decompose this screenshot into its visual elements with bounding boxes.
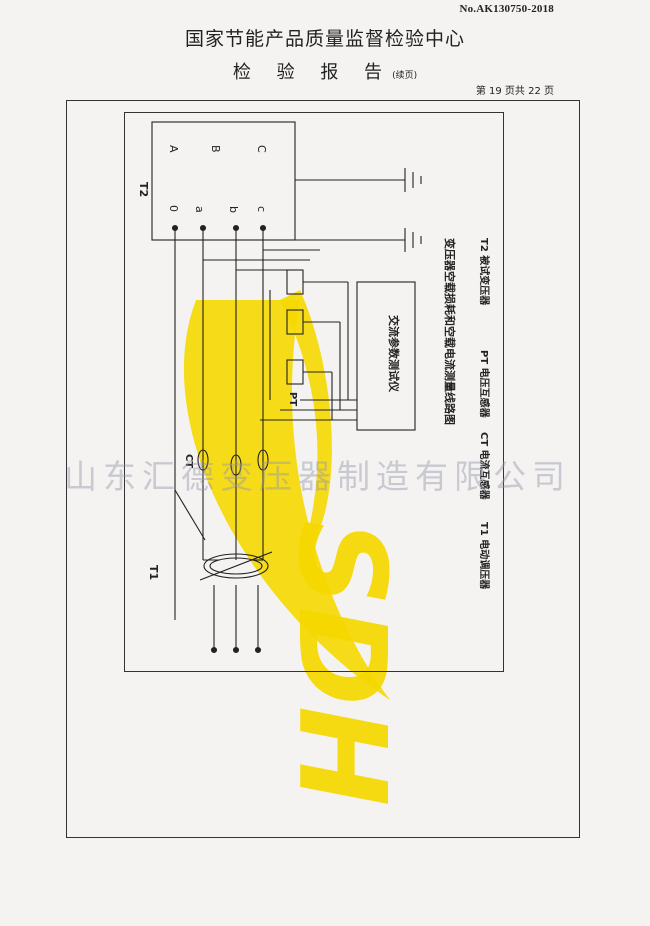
legend-pt: PT 电压互感器 xyxy=(478,350,489,418)
t1-label: T1 xyxy=(147,565,160,581)
t2-box xyxy=(151,121,296,241)
terminal-c: c xyxy=(255,206,268,213)
report-title-text: 检 验 报 告 xyxy=(232,62,393,83)
report-title: 检 验 报 告(续页) xyxy=(0,58,650,84)
terminal-B: B xyxy=(209,145,222,153)
ground-symbol-2 xyxy=(295,228,422,252)
ground-symbol-1 xyxy=(295,168,422,192)
diagram-title: 变压器空载损耗和空载电流测量线路图 xyxy=(443,238,456,425)
company-watermark: 山东汇德变压器制造有限公司 xyxy=(64,457,571,496)
terminal-a-low-label: a xyxy=(193,206,206,213)
legend-t1: T1 电动调压器 xyxy=(478,522,489,590)
page-number: 第 19 页共 22 页 xyxy=(475,86,554,97)
terminal-b: b xyxy=(227,206,240,213)
terminal-0: 0 xyxy=(167,205,180,212)
terminal-A: A xyxy=(167,145,180,153)
t2-label: T2 xyxy=(137,182,150,198)
document-number: No.AK130750-2018 xyxy=(459,3,554,15)
ct-transformers xyxy=(197,449,269,476)
pt-transformers xyxy=(269,269,348,400)
terminal-C: C xyxy=(255,145,268,153)
terminal-c-low-label: c xyxy=(255,206,268,212)
terminal-a-label: A xyxy=(167,145,180,153)
terminal-b-label: B xyxy=(209,145,222,153)
outer-frame xyxy=(66,100,580,838)
pt-label: PT xyxy=(287,392,298,407)
terminal-0-label: 0 xyxy=(167,205,180,212)
terminal-a: a xyxy=(193,206,206,213)
terminal-c-label: C xyxy=(255,145,268,153)
diagram-frame xyxy=(124,112,504,672)
continued-label: (续页) xyxy=(392,71,418,81)
organization-title: 国家节能产品质量监督检验中心 xyxy=(184,28,465,50)
terminal-b-low-label: b xyxy=(227,206,240,213)
instrument-label: 交流参数测试仪 xyxy=(387,315,400,392)
t1-regulator xyxy=(174,489,273,654)
legend-t2: T2 被试变压器 xyxy=(478,238,489,306)
instrument-box xyxy=(356,281,416,431)
